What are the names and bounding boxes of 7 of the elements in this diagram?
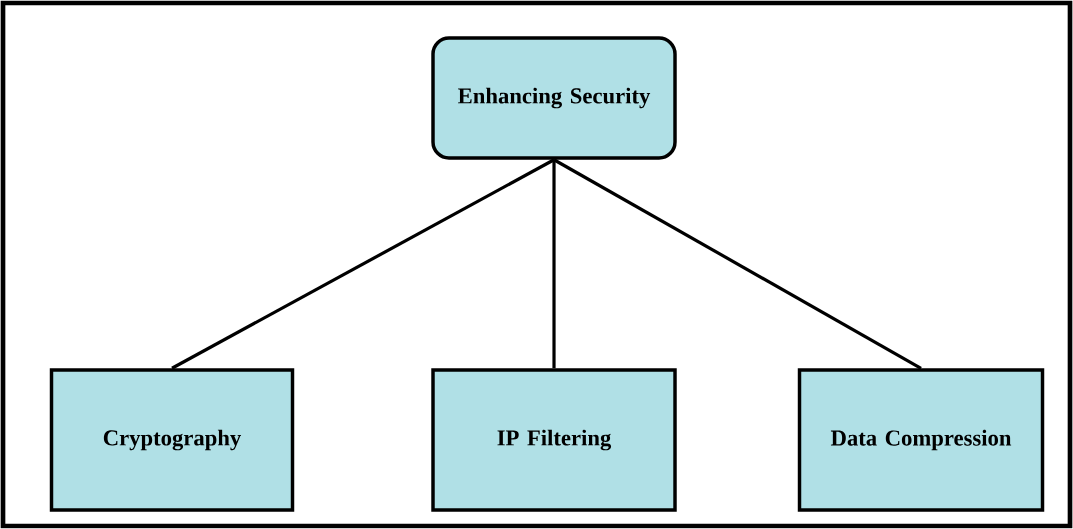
connector-line (171, 158, 555, 370)
subtopic-box: Data Compression (797, 368, 1045, 512)
subtopic-box: Cryptography (49, 368, 295, 512)
subtopic-box: IP Filtering (431, 368, 677, 512)
connector-line (552, 159, 556, 369)
topic-box: Enhancing Security (431, 36, 677, 160)
connector-line (553, 158, 922, 370)
